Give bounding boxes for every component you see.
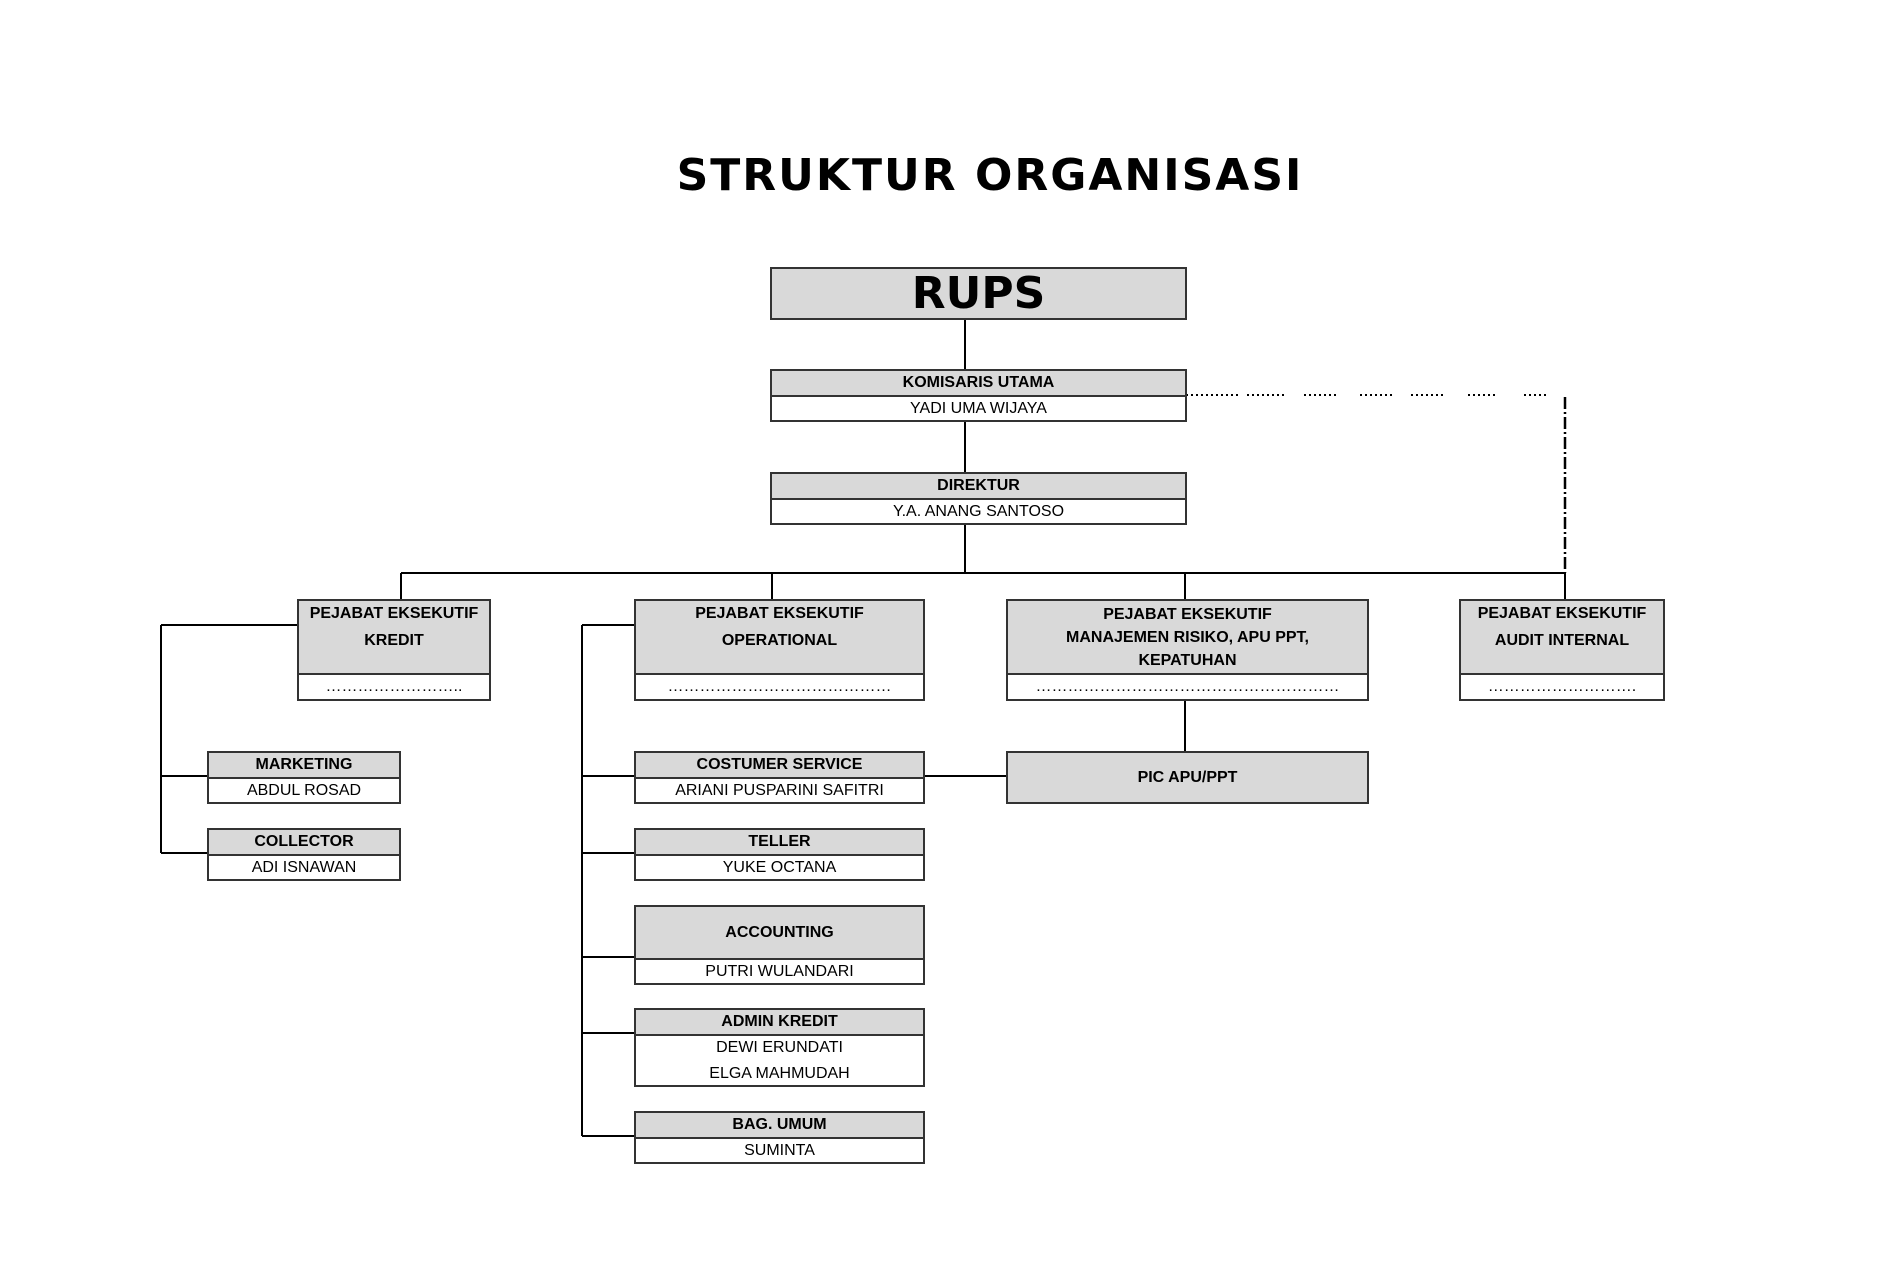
costumer-service-name: ARIANI PUSPARINI SAFITRI <box>675 781 884 799</box>
pe-operational-name: …………………………………… <box>667 678 892 696</box>
collector-title: COLLECTOR <box>209 830 399 856</box>
rups-box: RUPS <box>770 267 1187 320</box>
costumer-service-box: COSTUMER SERVICE ARIANI PUSPARINI SAFITR… <box>634 751 925 804</box>
costumer-service-title: COSTUMER SERVICE <box>636 753 923 779</box>
collector-box: COLLECTOR ADI ISNAWAN <box>207 828 401 881</box>
direktur-box: DIREKTUR Y.A. ANANG SANTOSO <box>770 472 1187 525</box>
bag-umum-title: BAG. UMUM <box>636 1113 923 1139</box>
pe-risiko-title-1: PEJABAT EKSEKUTIF <box>1103 606 1272 623</box>
pe-operational-title-2: OPERATIONAL <box>721 631 838 649</box>
pe-operational-box: PEJABAT EKSEKUTIF OPERATIONAL …………………………… <box>634 599 925 701</box>
admin-kredit-name-2: ELGA MAHMUDAH <box>709 1064 850 1082</box>
accounting-box: ACCOUNTING PUTRI WULANDARI <box>634 905 925 985</box>
accounting-title: ACCOUNTING <box>636 907 923 960</box>
komisaris-box: KOMISARIS UTAMA YADI UMA WIJAYA <box>770 369 1187 422</box>
admin-kredit-name-1: DEWI ERUNDATI <box>716 1038 843 1056</box>
teller-title: TELLER <box>636 830 923 856</box>
pe-audit-box: PEJABAT EKSEKUTIF AUDIT INTERNAL …………………… <box>1459 599 1665 701</box>
teller-box: TELLER YUKE OCTANA <box>634 828 925 881</box>
pe-operational-title-1: PEJABAT EKSEKUTIF <box>695 605 864 622</box>
komisaris-name: YADI UMA WIJAYA <box>910 399 1047 417</box>
pe-risiko-name: ………………………………………………… <box>1035 678 1340 696</box>
pe-audit-title-1: PEJABAT EKSEKUTIF <box>1477 605 1647 622</box>
accounting-name: PUTRI WULANDARI <box>705 962 854 980</box>
admin-kredit-box: ADMIN KREDIT DEWI ERUNDATI ELGA MAHMUDAH <box>634 1008 925 1087</box>
collector-name: ADI ISNAWAN <box>251 858 357 876</box>
pic-apu-label: PIC APU/PPT <box>1137 768 1238 786</box>
pe-audit-name: ………………………. <box>1487 678 1637 696</box>
direktur-name: Y.A. ANANG SANTOSO <box>892 502 1065 520</box>
bag-umum-name: SUMINTA <box>744 1141 815 1159</box>
direktur-title: DIREKTUR <box>772 474 1185 500</box>
pic-apu-box: PIC APU/PPT <box>1006 751 1369 804</box>
pe-audit-title-2: AUDIT INTERNAL <box>1494 631 1630 649</box>
marketing-title: MARKETING <box>209 753 399 779</box>
pe-kredit-name: …………………….. <box>325 678 463 696</box>
admin-kredit-title: ADMIN KREDIT <box>636 1010 923 1036</box>
pe-kredit-title-1: PEJABAT EKSEKUTIF <box>309 605 479 622</box>
marketing-name: ABDUL ROSAD <box>246 781 362 799</box>
pe-kredit-box: PEJABAT EKSEKUTIF KREDIT …………………….. <box>297 599 491 701</box>
teller-name: YUKE OCTANA <box>722 858 837 876</box>
pe-risiko-title-2: MANAJEMEN RISIKO, APU PPT, <box>1066 629 1309 647</box>
pe-risiko-title-3: KEPATUHAN <box>1138 652 1237 670</box>
rups-label: RUPS <box>911 268 1046 319</box>
pe-risiko-box: PEJABAT EKSEKUTIF MANAJEMEN RISIKO, APU … <box>1006 599 1369 701</box>
bag-umum-box: BAG. UMUM SUMINTA <box>634 1111 925 1164</box>
pe-kredit-title-2: KREDIT <box>364 631 424 649</box>
komisaris-title: KOMISARIS UTAMA <box>772 371 1185 397</box>
page-title: STRUKTUR ORGANISASI <box>676 150 1304 201</box>
marketing-box: MARKETING ABDUL ROSAD <box>207 751 401 804</box>
